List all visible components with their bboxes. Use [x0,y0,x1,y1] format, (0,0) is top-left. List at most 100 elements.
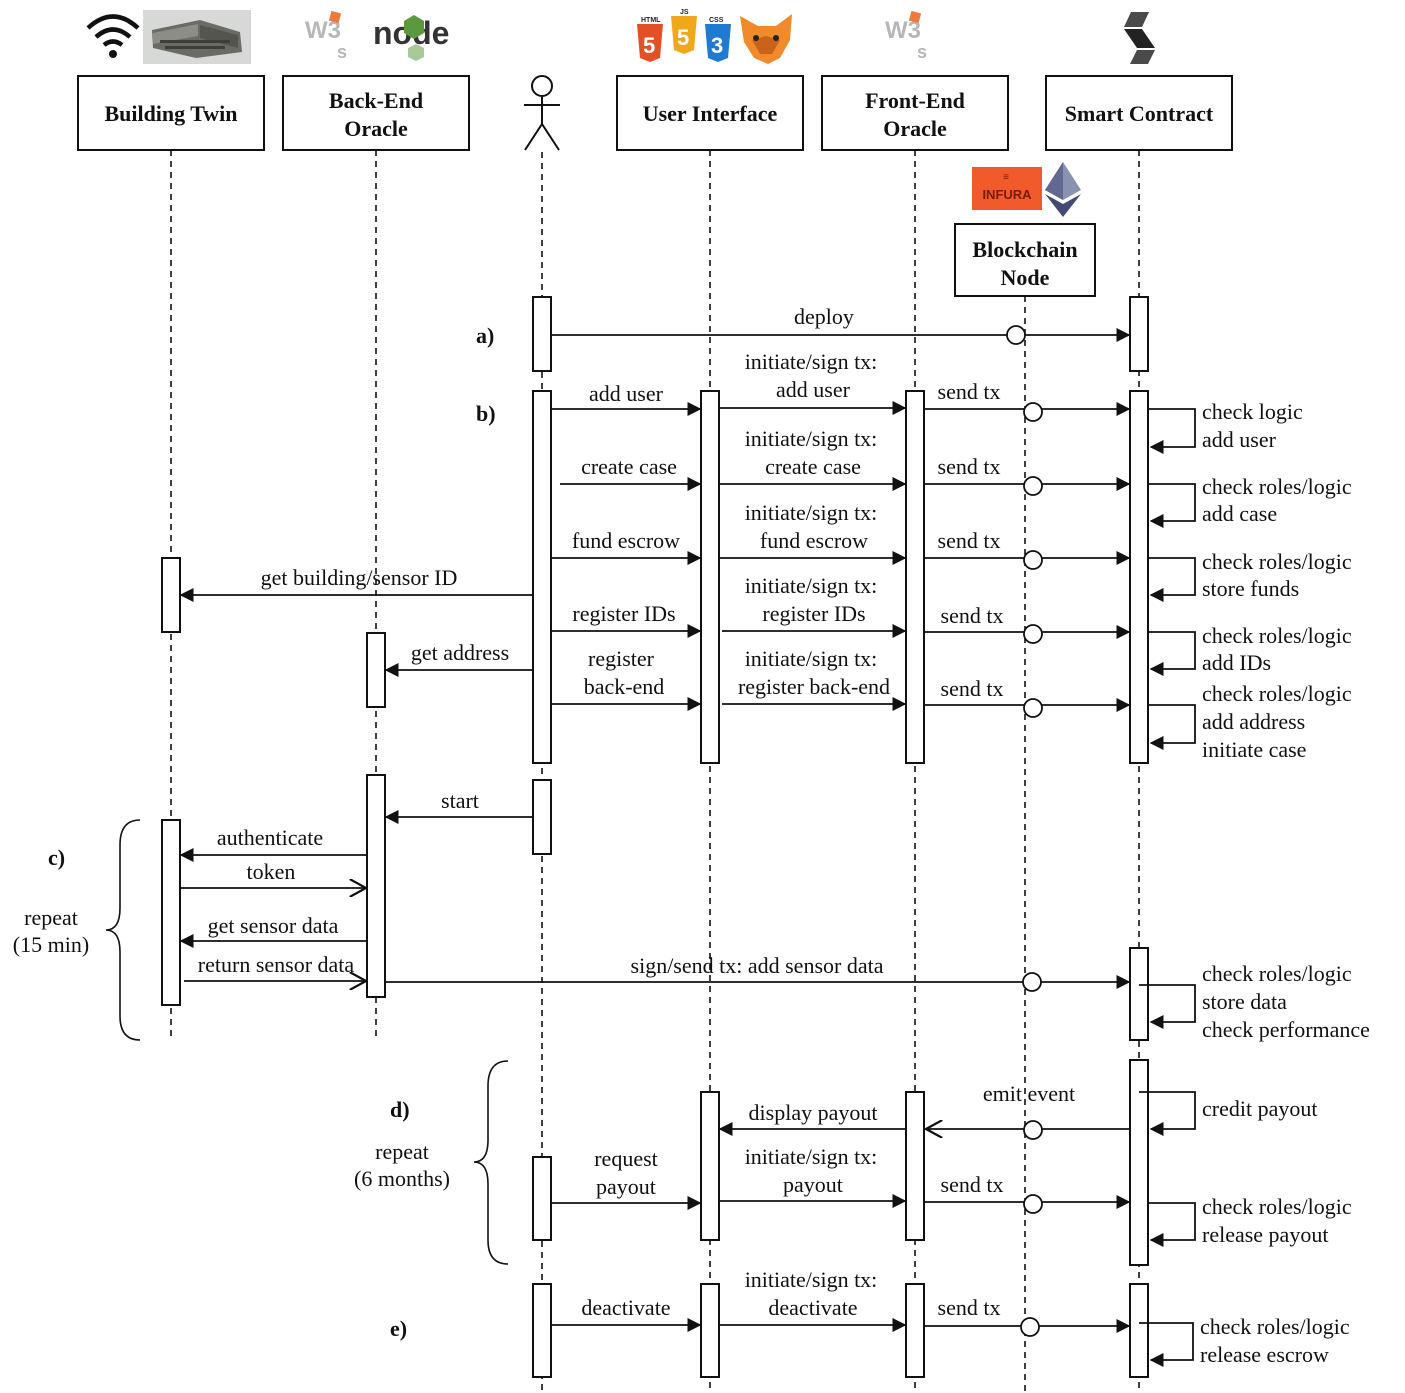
participant-label: Oracle [883,116,947,141]
message-label: send tx [941,676,1004,701]
self-call-label: check roles/logic [1200,1314,1350,1339]
activation-bar [700,1283,720,1378]
infura-logo: ≡ INFURA [972,167,1042,210]
message-label: back-end [584,674,665,699]
css3-logo: CSS 3 [705,17,731,62]
message-label: send tx [938,379,1001,404]
message-label: send tx [941,603,1004,628]
svg-text:s: s [337,42,347,62]
activation-bar [1129,1283,1149,1378]
relay-circle [1006,325,1026,345]
activation-bar [1129,947,1149,1041]
svg-text:HTML: HTML [641,17,661,24]
message-label: emit event [983,1081,1075,1106]
activation-bar [532,296,552,372]
message-label: payout [783,1172,843,1197]
message-label: get building/sensor ID [261,565,458,590]
repeat-label: repeat [24,905,78,930]
message-label: register back-end [738,674,890,699]
section-label: a) [476,323,494,348]
activation-bar [1129,390,1149,764]
participant-label: Blockchain [972,237,1077,262]
participant-user-interface: User Interface [616,75,804,151]
self-call-arrow [1139,1091,1196,1136]
message-label: sign/send tx: add sensor data [631,953,884,978]
message-label: request [594,1146,658,1171]
html5-logo: HTML 5 [637,17,663,62]
message-label: initiate/sign tx: [745,1144,878,1169]
self-call-label: store data [1202,989,1287,1014]
relay-circle [1023,550,1043,570]
relay-circle [1023,1120,1043,1140]
message-label: initiate/sign tx: [745,573,878,598]
repeat-brace-c [105,819,141,1041]
message-labels: deploy add user initiate/sign tx: add us… [198,304,1075,1320]
relay-circle [1020,1317,1040,1337]
section-label: c) [48,845,65,870]
message-label: payout [596,1174,656,1199]
wifi-icon [86,14,140,58]
participant-label: Building Twin [104,101,237,126]
actor-user-figure [524,75,560,151]
repeat-label: (6 months) [354,1166,450,1191]
message-label: send tx [938,454,1001,479]
activation-bar [532,1156,552,1241]
self-call-label: add case [1202,501,1277,526]
message-label: token [247,859,296,884]
repeat-brace-d [473,1060,509,1265]
self-call-arrow [1139,1322,1194,1367]
activation-bar [1129,296,1149,372]
relay-circle [1022,972,1042,992]
svg-text:5: 5 [643,33,655,58]
self-call-arrow [1148,557,1196,602]
section-label: e) [390,1316,407,1341]
activation-bar [1129,1059,1149,1266]
svg-text:5: 5 [677,25,689,50]
self-call-arrow [1148,1202,1196,1247]
message-label: deactivate [581,1295,670,1320]
message-label: authenticate [217,825,323,850]
participant-front-end-oracle: Front-End Oracle [821,75,1009,151]
self-call-label: release payout [1202,1222,1328,1247]
self-call-label: add address [1202,709,1305,734]
section-labels: a) b) c) repeat (15 min) d) repeat (6 mo… [13,323,496,1341]
self-call-label: credit payout [1202,1096,1317,1121]
activation-bar [905,1283,925,1378]
activation-bar [161,557,181,633]
message-label: initiate/sign tx: [745,500,878,525]
message-label: fund escrow [572,528,680,553]
activation-bar [532,779,552,855]
self-call-label: check roles/logic [1202,549,1352,574]
svg-text:JS: JS [680,9,689,16]
message-label: register IDs [572,601,675,626]
svg-text:s: s [917,42,927,62]
relay-circle [1023,402,1043,422]
message-label: initiate/sign tx: [745,1267,878,1292]
lifelines [170,150,1140,1393]
message-label: initiate/sign tx: [745,349,878,374]
activation-bar [905,390,925,764]
message-label: get address [411,640,509,665]
activation-bar [161,819,181,1006]
activation-bar [700,1091,720,1241]
svg-text:3: 3 [711,33,723,58]
message-label: add user [589,381,664,406]
participant-label: Node [1001,265,1050,290]
message-label: create case [765,454,861,479]
ethereum-logo [1045,162,1081,217]
node-relay-circles [1006,325,1043,1337]
participant-blockchain-node: Blockchain Node [954,223,1096,297]
svg-text:≡: ≡ [1003,172,1009,183]
message-label: register [588,646,655,671]
repeat-label: repeat [375,1139,429,1164]
self-call-label: check roles/logic [1202,681,1352,706]
section-label: b) [476,401,496,426]
message-label: send tx [938,528,1001,553]
message-label: deploy [794,304,854,329]
self-call-arrow [1148,408,1196,454]
self-call-label: check roles/logic [1202,1194,1352,1219]
message-label: deactivate [768,1295,857,1320]
message-label: return sensor data [198,952,355,977]
activation-bar [700,390,720,764]
